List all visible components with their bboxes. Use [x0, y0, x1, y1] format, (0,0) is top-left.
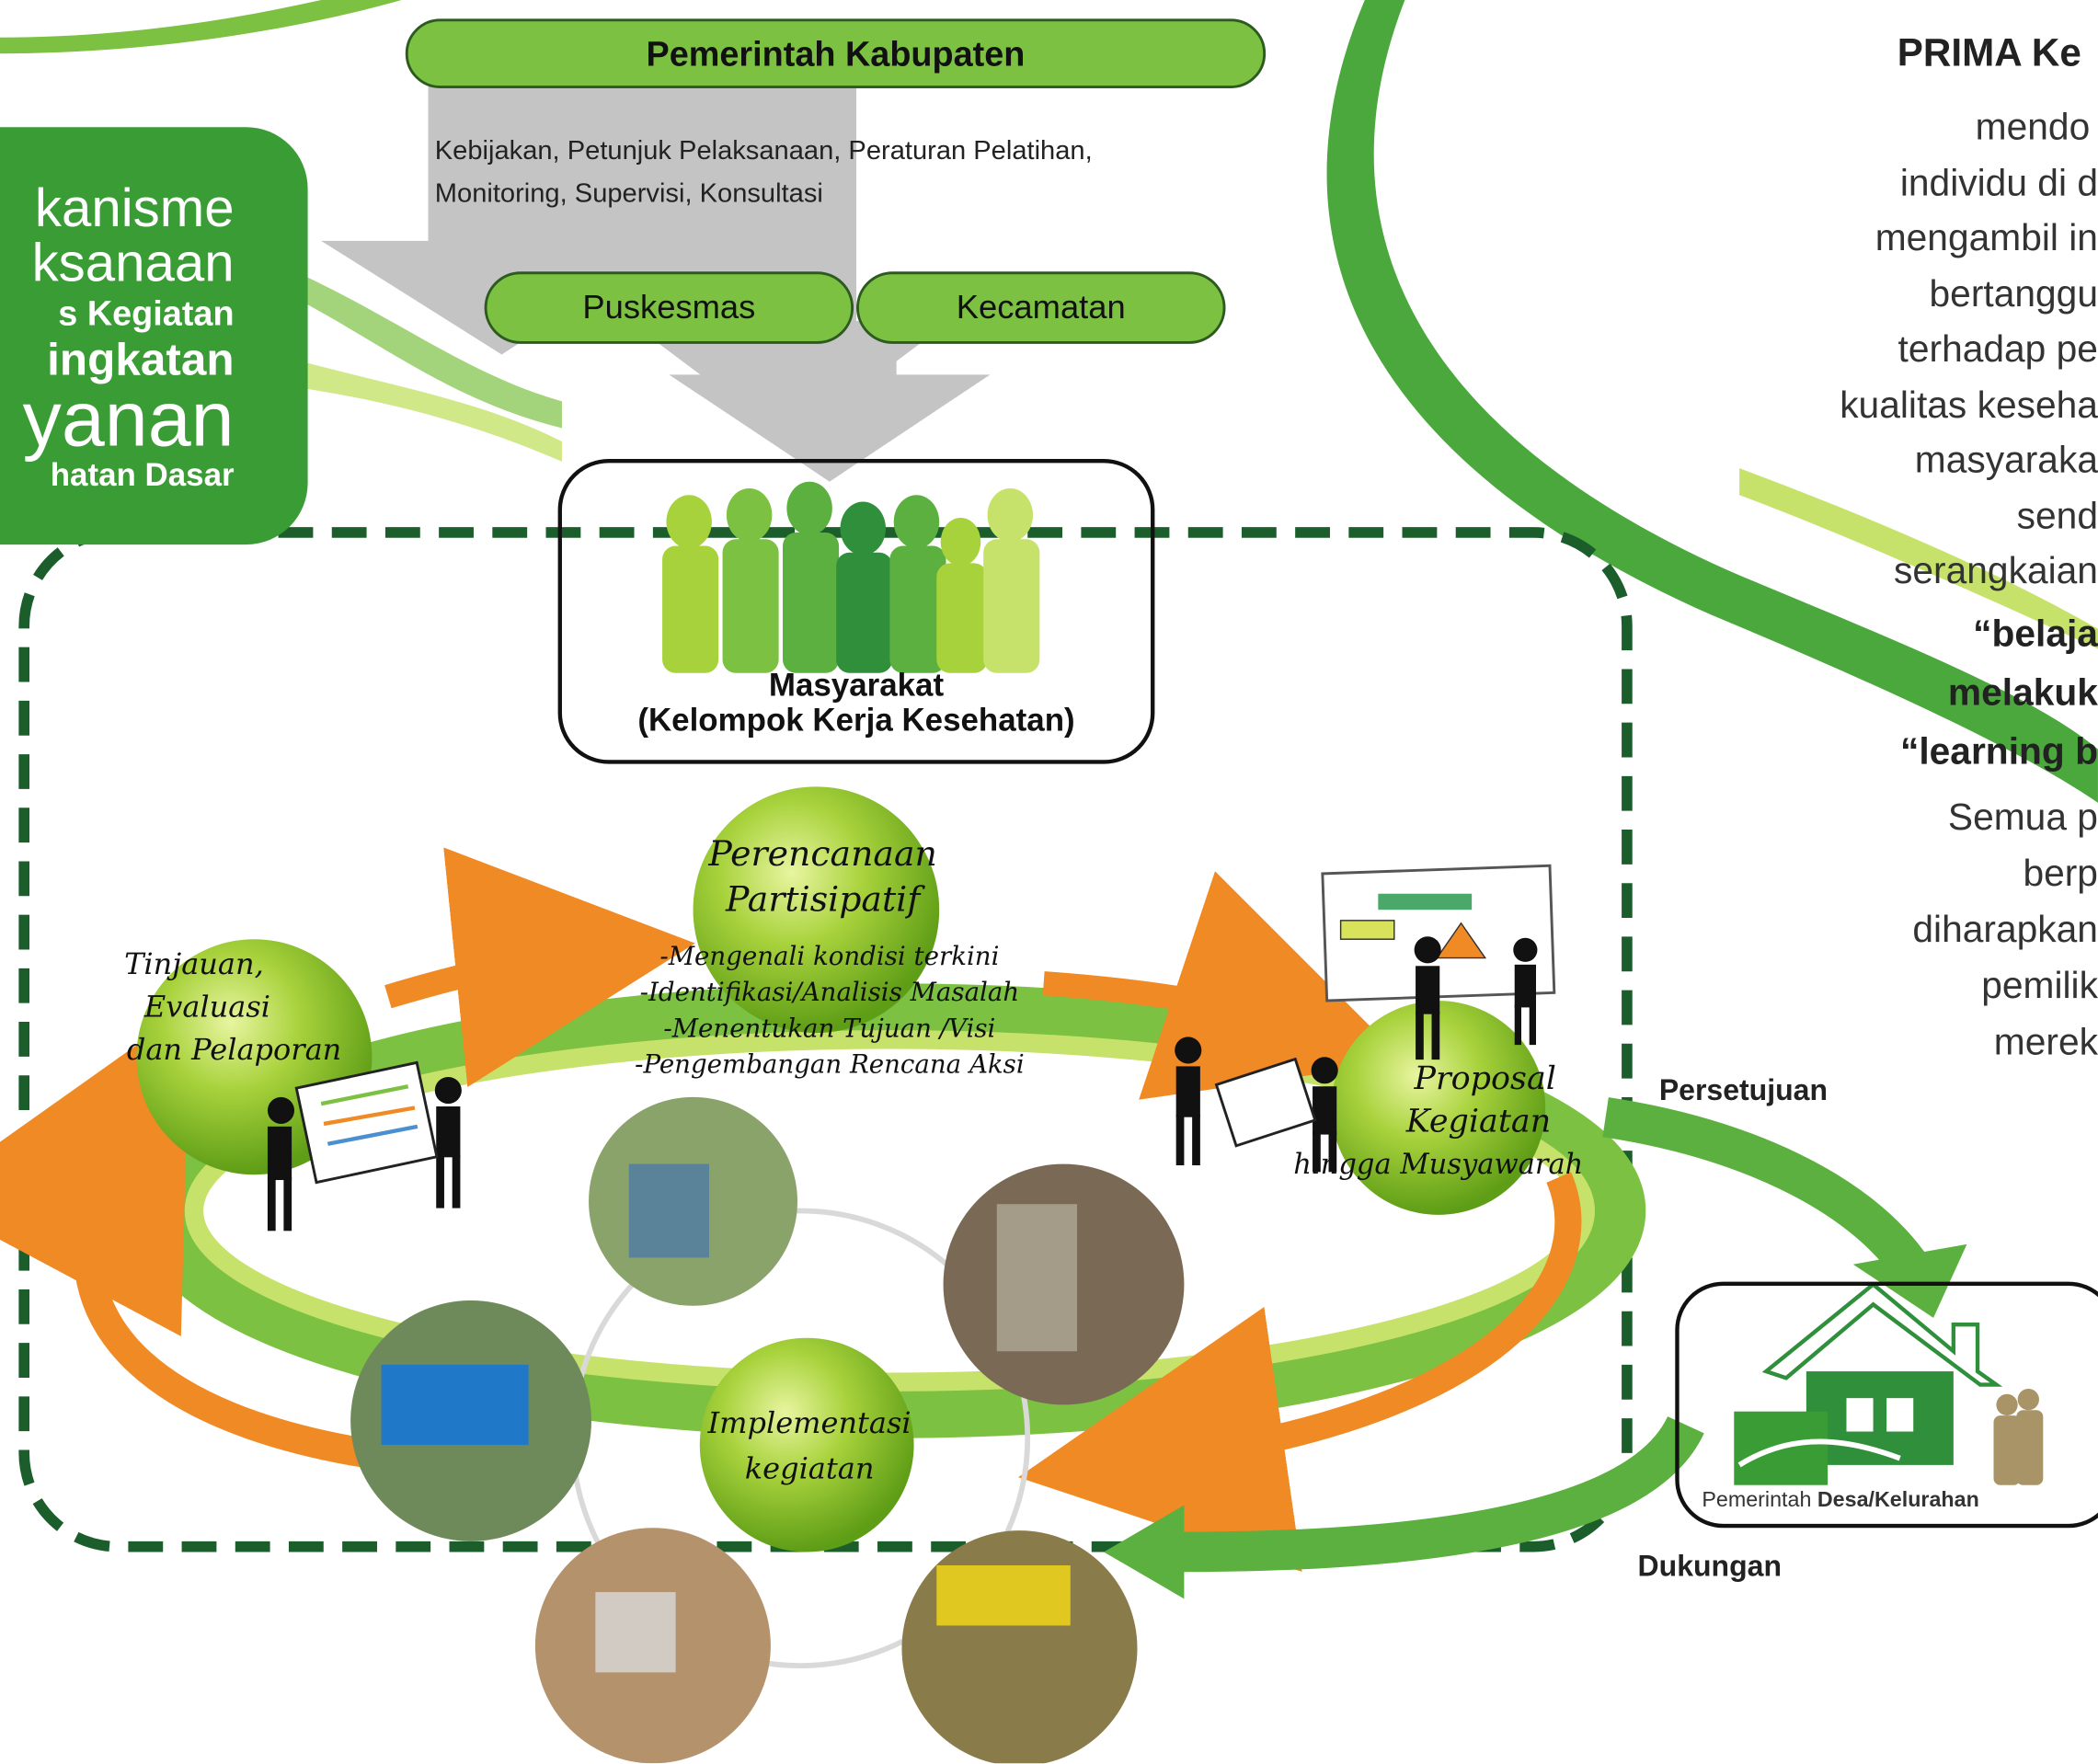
planning-title-line-2: Partisipatif — [726, 880, 921, 921]
right-line-5: terhadap pe — [1897, 327, 2098, 370]
proposal-paper — [1214, 1057, 1317, 1148]
village-label: Pemerintah Desa/Kelurahan — [1702, 1489, 1978, 1513]
right-line-9: serangkaian — [1894, 549, 2098, 591]
pemerintah-kabupaten-pill: Pemerintah Kabupaten — [405, 18, 1267, 89]
support-arrow — [1177, 1415, 1704, 1573]
masyarakat-subtitle: (Kelompok Kerja Kesehatan) — [637, 702, 1075, 739]
approval-arrowhead — [1852, 1243, 1967, 1318]
dukungan-label: Dukungan — [1637, 1549, 1783, 1583]
orange-arrow-top-left — [384, 847, 695, 1087]
village-box — [1675, 1281, 2098, 1529]
right-line-3: mengambil in — [1874, 216, 2098, 258]
right-tail-line-4: pemilik — [1981, 964, 2098, 1006]
kecamatan-pill: Kecamatan — [856, 271, 1226, 344]
implementation-line-1: Implementasi — [707, 1407, 911, 1441]
right-line-8: send — [2016, 494, 2098, 536]
support-arrowhead — [1104, 1505, 1185, 1599]
right-bold-lines: “belaja melakuk “learning b — [1713, 605, 2098, 782]
right-bold-line-3: “learning b — [1899, 730, 2098, 773]
planning-step-3: -Menentukan Tujuan /Visi — [663, 1014, 996, 1044]
ball-implementation — [699, 1337, 914, 1552]
left-title-line-1: kanisme — [34, 178, 235, 238]
review-label: Tinjauan, Evaluasi dan Pelaporan — [94, 945, 374, 1073]
review-line-2: Evaluasi — [143, 991, 271, 1025]
right-tail-lines: Semua p berp diharapkan pemilik merek — [1713, 789, 2098, 1070]
left-title-line-5: yanan — [22, 375, 235, 464]
stick-figures — [267, 936, 1538, 1231]
right-line-4: bertanggu — [1929, 272, 2098, 315]
persetujuan-label: Persetujuan — [1658, 1072, 1829, 1107]
ball-planning — [693, 786, 940, 1034]
policy-text: Kebijakan, Petunjuk Pelaksanaan, Peratur… — [435, 130, 1093, 215]
orange-arrow-right-down — [1018, 1172, 1582, 1573]
right-paragraph: mendo individu di d mengambil in bertang… — [1713, 99, 2098, 599]
left-title-line-6: hatan Dasar — [50, 457, 235, 494]
right-line-7: masyaraka — [1914, 439, 2098, 481]
orange-arrow-left-up — [0, 1007, 404, 1473]
right-bold-line-1: “belaja — [1973, 613, 2098, 655]
planning-step-1: -Mengenali kondisi terkini — [659, 942, 1000, 972]
right-swoosh-light — [1739, 468, 2098, 649]
photo-circles — [350, 1096, 1185, 1764]
left-title-line-2: ksanaan — [31, 234, 235, 293]
village-label-bold: Desa/Kelurahan — [1817, 1489, 1979, 1512]
planning-title: Perencanaan Partisipatif — [669, 832, 977, 923]
right-tail-line-3: diharapkan — [1912, 908, 2098, 950]
policy-text-line-1: Kebijakan, Petunjuk Pelaksanaan, Peratur… — [434, 136, 1093, 166]
left-title-line-4: ingkatan — [47, 334, 235, 385]
left-swirl — [301, 274, 562, 429]
proposal-label: Proposal Kegiatan hingga Musyawarah — [1265, 1057, 1612, 1186]
kecamatan-label: Kecamatan — [956, 288, 1126, 326]
proposal-line-2: Kegiatan — [1405, 1102, 1552, 1140]
village-label-plain: Pemerintah — [1702, 1489, 1817, 1512]
orange-arrow-top-right — [1042, 871, 1406, 1100]
right-line-2: individu di d — [1899, 161, 2098, 203]
right-tail-line-1: Semua p — [1947, 796, 2098, 838]
planning-title-line-1: Perencanaan — [708, 834, 937, 876]
right-tail-line-2: berp — [2023, 852, 2098, 894]
review-line-1: Tinjauan, — [124, 948, 264, 982]
review-line-3: dan Pelaporan — [126, 1034, 342, 1068]
masyarakat-title: Masyarakat — [768, 667, 945, 704]
left-swirl-2 — [301, 361, 562, 462]
right-swoosh — [1326, 0, 2098, 803]
right-line-1: mendo — [1975, 105, 2091, 148]
planning-step-2: -Identifikasi/Analisis Masalah — [639, 978, 1020, 1008]
masyarakat-label: Masyarakat (Kelompok Kerja Kesehatan) — [558, 669, 1155, 739]
right-tail-line-5: merek — [1993, 1020, 2098, 1063]
planning-steps: -Mengenali kondisi terkini -Identifikasi… — [576, 939, 1084, 1083]
left-title-box: kanisme ksanaan s Kegiatan ingkatan yana… — [0, 127, 308, 545]
ball-proposal — [1331, 1001, 1546, 1215]
right-line-6: kualitas keseha — [1840, 383, 2098, 425]
masyarakat-box — [557, 458, 1155, 764]
proposal-line-1: Proposal — [1414, 1060, 1556, 1097]
pemerintah-kabupaten-label: Pemerintah Kabupaten — [646, 32, 1026, 74]
people-silhouettes — [662, 481, 1040, 673]
implementation-label: Implementasi kegiatan — [669, 1403, 949, 1494]
top-left-swoosh — [0, 0, 402, 54]
puskesmas-label: Puskesmas — [582, 288, 756, 326]
right-title: PRIMA Ke — [1897, 31, 2081, 75]
chart-board-left — [294, 1060, 439, 1185]
right-bold-line-2: melakuk — [1947, 671, 2098, 714]
implementation-line-2: kegiatan — [744, 1452, 875, 1487]
left-title-line-3: s Kegiatan — [58, 292, 235, 334]
puskesmas-pill: Puskesmas — [484, 271, 854, 344]
approval-arrow — [1602, 1097, 1931, 1283]
planning-step-4: -Pengembangan Rencana Aksi — [635, 1049, 1025, 1080]
house-icon — [1734, 1281, 2044, 1485]
proposal-line-3: hingga Musyawarah — [1293, 1148, 1584, 1181]
policy-text-line-2: Monitoring, Supervisi, Konsultasi — [434, 178, 823, 209]
